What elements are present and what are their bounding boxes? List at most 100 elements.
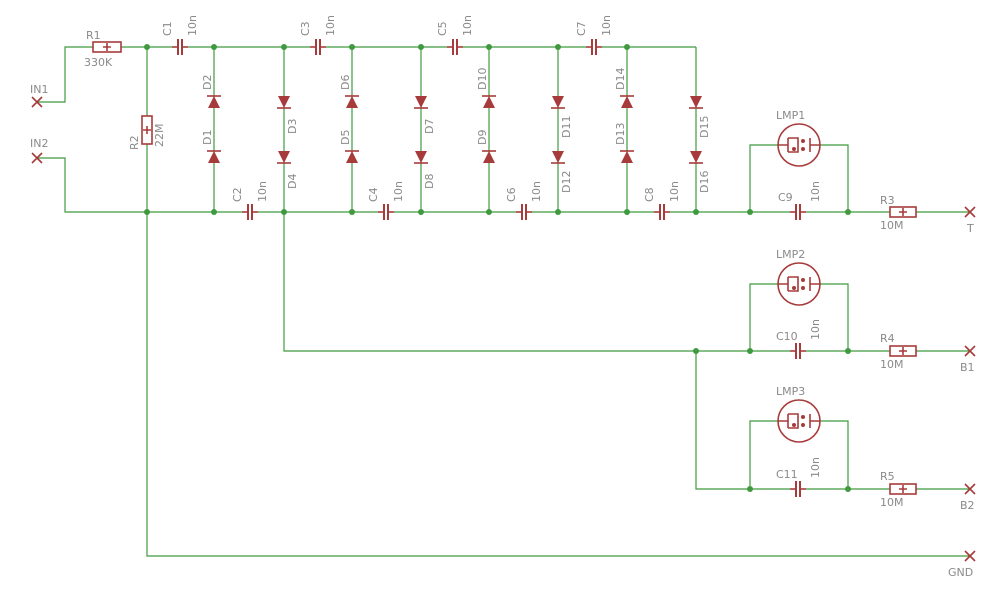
diode-d14: D14 — [614, 68, 634, 108]
diode-d16: D16 — [689, 151, 711, 193]
r3-name: R3 — [880, 194, 895, 207]
c5-value: 10n — [461, 15, 474, 36]
lamp-lmp3: LMP3 — [776, 385, 821, 443]
capacitor-c3: C3 10n — [299, 15, 337, 55]
c3-value: 10n — [324, 15, 337, 36]
c8-value: 10n — [668, 181, 681, 202]
diode-d13: D13 — [614, 123, 634, 163]
c11-name: C11 — [776, 468, 798, 481]
c10-name: C10 — [776, 330, 798, 343]
terminal-in1-label: IN1 — [30, 83, 48, 96]
d9-name: D9 — [476, 130, 489, 145]
c8-name: C8 — [643, 187, 656, 202]
r2-name: R2 — [128, 135, 141, 150]
d1-name: D1 — [201, 130, 214, 145]
d11-name: D11 — [560, 116, 573, 138]
r1-name: R1 — [86, 29, 101, 42]
d4-name: D4 — [286, 174, 299, 189]
c10-value: 10n — [809, 319, 822, 340]
d3-name: D3 — [286, 119, 299, 134]
capacitor-c6: C6 10n — [505, 181, 543, 220]
terminal-b2-label: B2 — [960, 499, 975, 512]
terminal-t-label: T — [966, 222, 974, 235]
d7-name: D7 — [423, 119, 436, 134]
d5-name: D5 — [339, 130, 352, 145]
diode-d7: D7 — [414, 96, 436, 134]
diode-d10: D10 — [476, 68, 496, 108]
d13-name: D13 — [614, 123, 627, 145]
r4-value: 10M — [880, 358, 904, 371]
c2-name: C2 — [231, 187, 244, 202]
diode-d6: D6 — [339, 75, 359, 108]
capacitor-c5: C5 10n — [436, 15, 474, 55]
c11-value: 10n — [809, 457, 822, 478]
capacitor-c11: C11 10n — [776, 457, 822, 497]
terminal-in2: IN2 — [30, 137, 48, 164]
diode-d2: D2 — [201, 75, 221, 108]
r2-value: 22M — [153, 124, 166, 148]
capacitor-c4: C4 10n — [367, 181, 405, 220]
c9-value: 10n — [809, 181, 822, 202]
diode-d9: D9 — [476, 130, 496, 163]
resistor-r4: R4 10M — [880, 332, 917, 371]
capacitor-c10: C10 10n — [776, 319, 822, 359]
d8-name: D8 — [423, 174, 436, 189]
c7-value: 10n — [600, 15, 613, 36]
diode-d3: D3 — [277, 96, 299, 134]
diode-d12: D12 — [551, 151, 573, 193]
c5-name: C5 — [436, 21, 449, 36]
resistor-r5: R5 10M — [880, 470, 917, 509]
r4-name: R4 — [880, 332, 895, 345]
diode-d15: D15 — [689, 96, 711, 138]
c4-value: 10n — [392, 181, 405, 202]
lamp-lmp2: LMP2 — [776, 248, 821, 306]
resistor-r3: R3 10M — [880, 194, 917, 232]
c2-value: 10n — [256, 181, 269, 202]
d14-name: D14 — [614, 68, 627, 90]
resistor-r2: R2 22M — [128, 115, 166, 150]
terminal-in1: IN1 — [30, 83, 48, 108]
r3-value: 10M — [880, 219, 904, 232]
resistor-r1: R1 330K — [84, 29, 122, 69]
diode-d4: D4 — [277, 151, 299, 189]
terminal-t: T — [964, 206, 976, 235]
r5-value: 10M — [880, 496, 904, 509]
terminal-b1-label: B1 — [960, 361, 975, 374]
lmp2-name: LMP2 — [776, 248, 805, 261]
diode-d11: D11 — [551, 96, 573, 138]
diode-d8: D8 — [414, 151, 436, 189]
lamp-lmp1: LMP1 — [776, 109, 821, 167]
c4-name: C4 — [367, 187, 380, 202]
c7-name: C7 — [575, 21, 588, 36]
d12-name: D12 — [560, 171, 573, 193]
terminal-in2-label: IN2 — [30, 137, 48, 150]
terminal-b1: B1 — [960, 345, 976, 374]
capacitor-c7: C7 10n — [575, 15, 613, 55]
c6-value: 10n — [530, 181, 543, 202]
lmp1-name: LMP1 — [776, 109, 805, 122]
capacitor-c9: C9 10n — [778, 181, 822, 220]
d10-name: D10 — [476, 68, 489, 90]
c1-name: C1 — [161, 21, 174, 36]
c1-value: 10n — [186, 15, 199, 36]
capacitor-c2: C2 10n — [231, 181, 269, 220]
terminal-gnd: GND — [948, 550, 976, 579]
junctions — [144, 44, 851, 492]
terminal-b2: B2 — [960, 483, 976, 512]
c6-name: C6 — [505, 187, 518, 202]
lmp3-name: LMP3 — [776, 385, 805, 398]
diode-d1: D1 — [201, 130, 221, 163]
capacitor-c1: C1 10n — [161, 15, 199, 55]
diode-d5: D5 — [339, 130, 359, 163]
r5-name: R5 — [880, 470, 895, 483]
capacitor-c8: C8 10n — [643, 181, 681, 220]
d6-name: D6 — [339, 75, 352, 90]
r1-value: 330K — [84, 56, 113, 69]
c9-name: C9 — [778, 191, 793, 204]
terminal-gnd-label: GND — [948, 566, 973, 579]
wires — [37, 46, 970, 557]
c3-name: C3 — [299, 21, 312, 36]
d16-name: D16 — [698, 171, 711, 193]
